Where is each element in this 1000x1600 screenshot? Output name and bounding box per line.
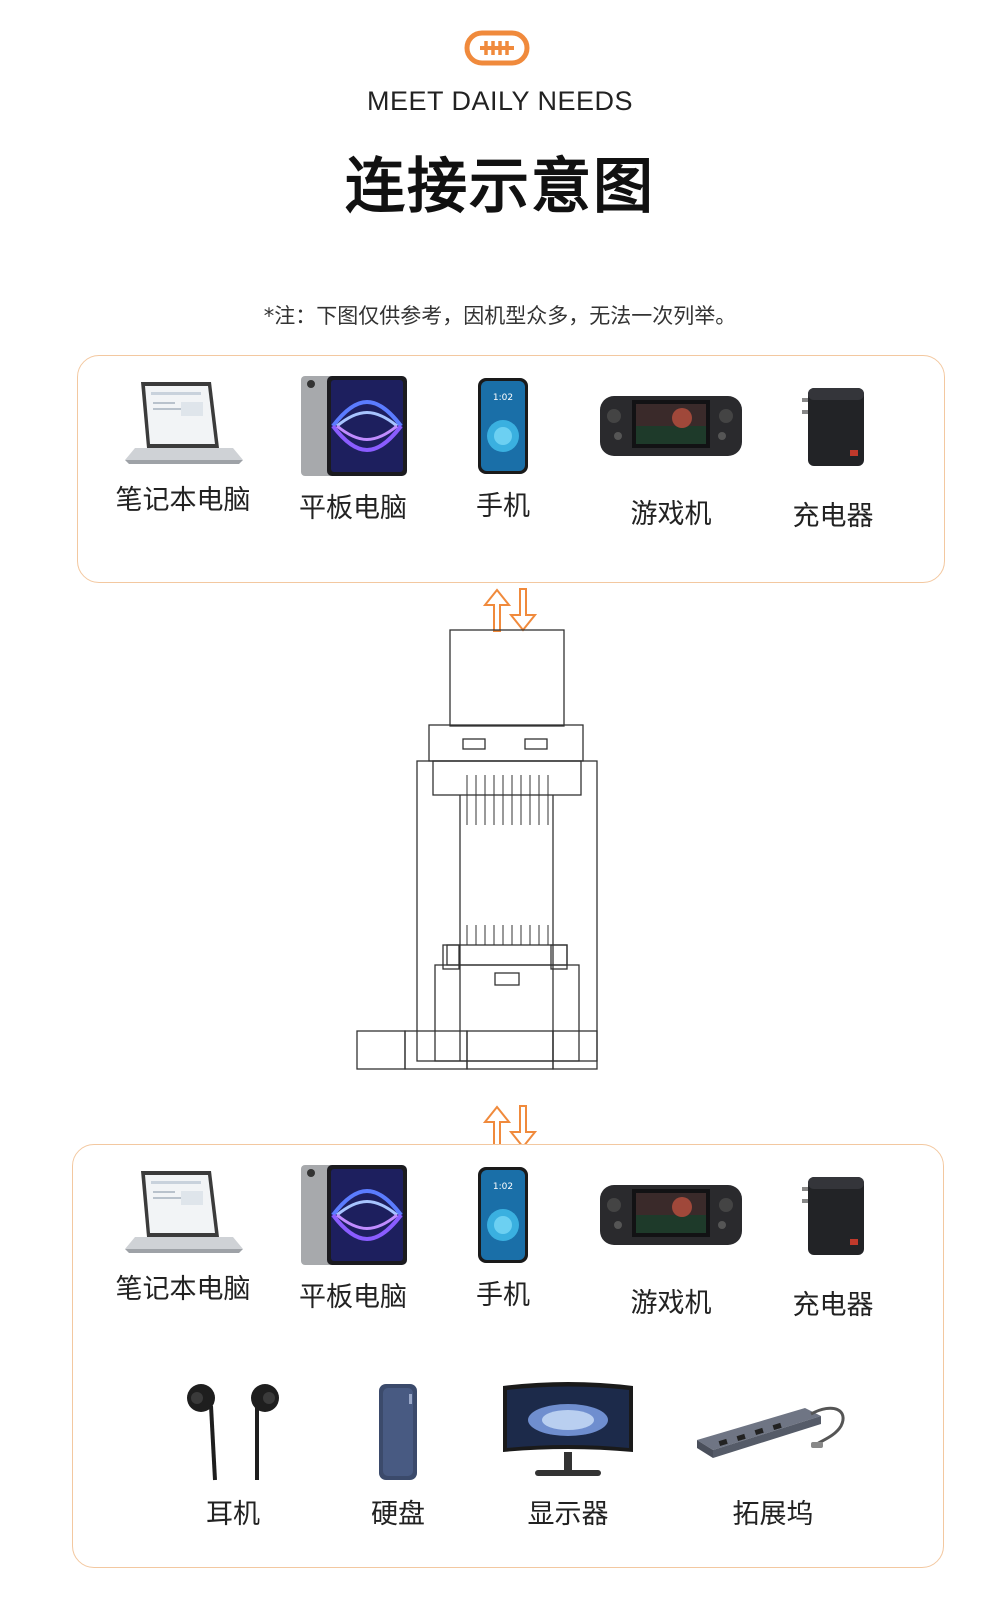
device-game-console: 游戏机 xyxy=(596,1181,746,1320)
device-hard-drive: 硬盘 xyxy=(348,1380,448,1531)
bidirectional-arrow-icon xyxy=(482,1105,538,1149)
device-label: 笔记本电脑 xyxy=(115,485,251,516)
device-label: 拓展坞 xyxy=(732,1499,814,1530)
device-label: 游戏机 xyxy=(630,1288,712,1319)
game-console-icon xyxy=(600,396,742,456)
bidirectional-arrow-icon xyxy=(482,588,538,632)
phone-icon: 1:02 xyxy=(478,378,528,474)
device-monitor: 显示器 xyxy=(493,1380,643,1531)
tablet-icon xyxy=(301,376,407,476)
laptop-icon xyxy=(125,382,243,464)
phone-icon: 1:02 xyxy=(478,1167,528,1263)
docking-station-icon xyxy=(697,1406,845,1458)
earphones-icon xyxy=(187,1384,279,1481)
tablet-icon xyxy=(301,1165,407,1265)
device-tablet: 平板电脑 xyxy=(288,1163,418,1314)
device-charger: 充电器 xyxy=(778,1173,888,1322)
monitor-icon xyxy=(503,1382,633,1476)
device-tablet: 平板电脑 xyxy=(288,374,418,525)
charger-icon xyxy=(802,388,864,466)
svg-text:1:02: 1:02 xyxy=(493,393,513,403)
device-label: 耳机 xyxy=(206,1499,260,1530)
bottom-device-panel: 笔记本电脑 平板电脑 1:02 手机 xyxy=(72,1144,944,1568)
device-laptop: 笔记本电脑 xyxy=(108,1167,258,1306)
section-subtitle: MEET DAILY NEEDS xyxy=(366,86,634,116)
brand-logo-icon xyxy=(464,30,530,66)
device-label: 游戏机 xyxy=(630,499,712,530)
charger-icon xyxy=(802,1177,864,1255)
device-earphones: 耳机 xyxy=(168,1380,298,1531)
device-label: 硬盘 xyxy=(371,1499,425,1530)
device-label: 充电器 xyxy=(792,1290,874,1321)
device-label: 手机 xyxy=(476,491,530,522)
device-laptop: 笔记本电脑 xyxy=(108,378,258,517)
device-docking-station: 拓展坞 xyxy=(688,1380,858,1531)
device-label: 显示器 xyxy=(527,1499,609,1530)
device-label: 平板电脑 xyxy=(299,493,407,524)
device-label: 笔记本电脑 xyxy=(115,1274,251,1305)
page-title: 连接示意图 xyxy=(345,152,655,222)
device-phone: 1:02 手机 xyxy=(453,376,553,523)
device-label: 充电器 xyxy=(792,501,874,532)
laptop-icon xyxy=(125,1171,243,1253)
device-phone: 1:02 手机 xyxy=(453,1165,553,1312)
disclaimer-note: *注：下图仅供参考，因机型众多，无法一次列举。 xyxy=(263,304,737,328)
game-console-icon xyxy=(600,1185,742,1245)
top-device-panel: 笔记本电脑 平板电脑 1:02 手机 xyxy=(77,355,945,583)
hard-drive-icon xyxy=(379,1384,417,1480)
device-charger: 充电器 xyxy=(778,384,888,533)
device-label: 平板电脑 xyxy=(299,1282,407,1313)
device-game-console: 游戏机 xyxy=(596,392,746,531)
svg-text:1:02: 1:02 xyxy=(493,1182,513,1192)
connector-diagram xyxy=(356,629,598,1070)
device-label: 手机 xyxy=(476,1280,530,1311)
